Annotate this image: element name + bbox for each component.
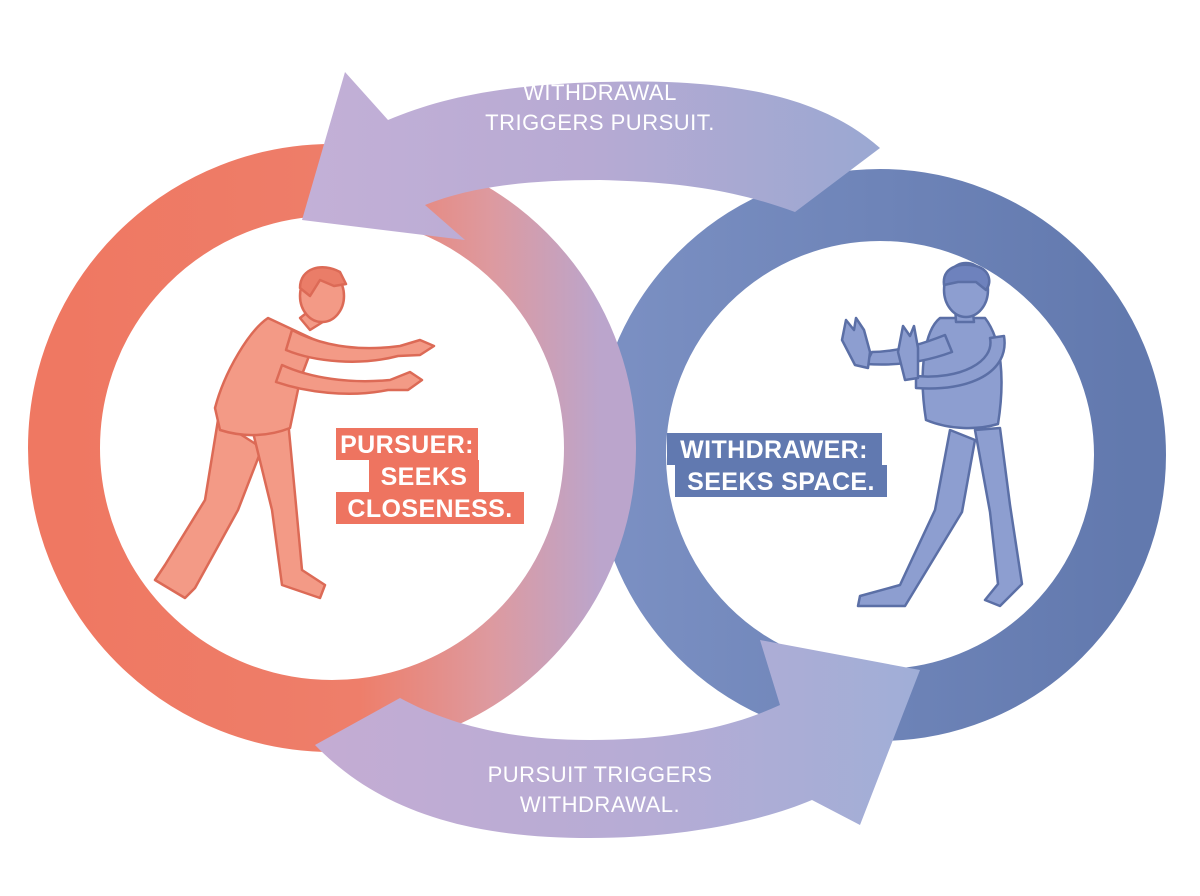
pursuer-ring xyxy=(28,144,636,752)
withdrawer-label-line2: SEEKS SPACE. xyxy=(687,468,875,496)
reaching-person-icon xyxy=(153,266,436,600)
withdrawer-label-line1: WITHDRAWER: xyxy=(680,436,868,464)
pursuer-label-line2: SEEKS xyxy=(381,463,468,491)
withdrawer-label: WITHDRAWER: SEEKS SPACE. xyxy=(667,433,887,497)
bottom-arrow-line2: WITHDRAWAL. xyxy=(520,792,680,817)
top-cycle-arrow xyxy=(302,72,880,240)
bottom-cycle-arrow xyxy=(315,640,920,838)
pursuer-label: PURSUER: SEEKS CLOSENESS. xyxy=(336,428,524,524)
pursuer-label-line3: CLOSENESS. xyxy=(347,495,512,523)
stop-hands-person-icon xyxy=(840,261,1024,608)
pursuer-label-bg-3 xyxy=(336,492,524,524)
top-arrow-line1: WITHDRAWAL xyxy=(523,80,677,105)
top-arrow-line2: TRIGGERS PURSUIT. xyxy=(485,110,715,135)
bottom-arrow-line1: PURSUIT TRIGGERS xyxy=(488,762,713,787)
pursuer-label-bg-2 xyxy=(369,460,479,492)
withdrawer-label-bg-1 xyxy=(667,433,882,465)
pursuer-label-bg-1 xyxy=(336,428,478,460)
pursuer-label-line1: PURSUER: xyxy=(340,431,474,459)
withdrawer-label-bg-2 xyxy=(675,465,887,497)
